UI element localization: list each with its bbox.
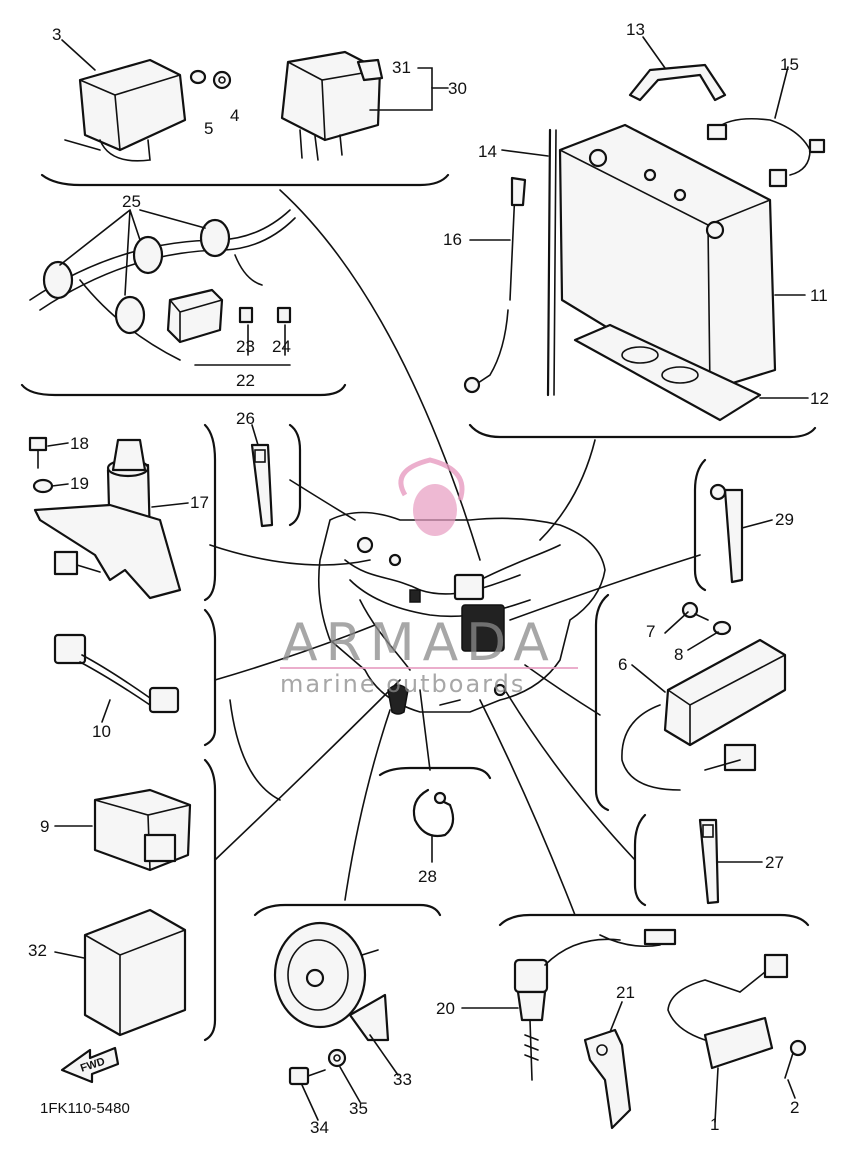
part-8-washer (712, 620, 732, 636)
label-4: 4 (230, 106, 239, 125)
group-brackets (20, 173, 817, 1042)
watermark-logo-blob (413, 484, 457, 536)
watermark-logo-swirl (398, 457, 465, 501)
part-32-unit (83, 908, 187, 1037)
label-6: 6 (618, 655, 627, 674)
label-11: 11 (810, 286, 828, 305)
label-28: 28 (418, 867, 437, 886)
label-15: 15 (780, 55, 799, 74)
watermark-tagline: marine outboards (280, 670, 525, 698)
part-29-cable-tie (709, 483, 744, 584)
part-13-battery-strap (628, 63, 727, 102)
label-12: 12 (810, 389, 829, 408)
part-17-main-switch (33, 438, 182, 600)
part-27-cable-tie (698, 818, 720, 905)
label-20: 20 (436, 999, 455, 1018)
part-21-bracket (583, 1028, 632, 1130)
part-28-clamp (412, 788, 455, 838)
part-6-unit (621, 638, 787, 791)
watermark-brand: ARMADA (282, 613, 557, 673)
label-7: 7 (646, 622, 655, 641)
central-harness (318, 511, 606, 715)
label-18: 18 (70, 434, 89, 453)
part-25-harness-clamps (29, 209, 296, 361)
label-26: 26 (236, 409, 255, 428)
label-33: 33 (393, 1070, 412, 1089)
part-11-battery (558, 123, 777, 392)
label-2: 2 (790, 1098, 799, 1117)
part-7-screw (681, 601, 709, 621)
part-18-bolt (28, 436, 48, 469)
label-23: 23 (236, 337, 255, 356)
part-12-battery-pad (573, 323, 762, 422)
part-4-nut (212, 70, 232, 90)
label-9: 9 (40, 817, 49, 836)
part-24-fuse (276, 306, 292, 324)
part-23-fuse (238, 306, 254, 324)
callout-leaders (47, 36, 809, 1123)
label-27: 27 (765, 853, 784, 872)
part-9-relay (93, 788, 192, 872)
part-16-ground-lead (463, 176, 527, 394)
label-35: 35 (349, 1099, 368, 1118)
label-30: 30 (448, 79, 467, 98)
part-35-nut (327, 1048, 347, 1068)
label-3: 3 (52, 25, 61, 44)
part-3-unit (64, 58, 187, 162)
label-32: 32 (28, 941, 47, 960)
fwd-arrow (60, 1046, 120, 1084)
label-16: 16 (443, 230, 462, 249)
part-19-washer (32, 478, 54, 494)
label-14: 14 (478, 142, 497, 161)
leader-lines (209, 189, 701, 916)
label-24: 24 (272, 337, 291, 356)
label-5: 5 (204, 119, 213, 138)
part-5-washer (189, 69, 207, 85)
label-1: 1 (710, 1115, 719, 1134)
part-31-fuse-clip (356, 58, 384, 82)
part-15-battery-lead (706, 117, 826, 188)
label-22: 22 (236, 371, 255, 390)
part-20-switch (513, 928, 677, 1081)
part-34-bolt (288, 1066, 326, 1086)
part-26-cable-tie (250, 443, 274, 528)
document-code: 1FK110-5480 (40, 1100, 130, 1117)
part-labels: 3 4 5 31 30 13 15 14 16 11 12 25 23 24 2… (28, 20, 829, 1137)
label-25: 25 (122, 192, 141, 211)
label-10: 10 (92, 722, 111, 741)
part-17-connector (53, 550, 101, 576)
part-2-screw (784, 1039, 807, 1079)
label-17: 17 (190, 493, 209, 512)
part-14-breather-pipe (546, 128, 557, 397)
label-13: 13 (626, 20, 645, 39)
label-31: 31 (392, 58, 411, 77)
part-10-lead (53, 633, 180, 714)
label-34: 34 (310, 1118, 329, 1137)
label-21: 21 (616, 983, 635, 1002)
armada-watermark: ARMADA marine outboards (280, 457, 578, 698)
part-22-fuse-box (166, 288, 224, 344)
label-29: 29 (775, 510, 794, 529)
label-19: 19 (70, 474, 89, 493)
label-8: 8 (674, 645, 683, 664)
part-33-horn (273, 921, 390, 1042)
part-1-condenser (667, 953, 789, 1070)
